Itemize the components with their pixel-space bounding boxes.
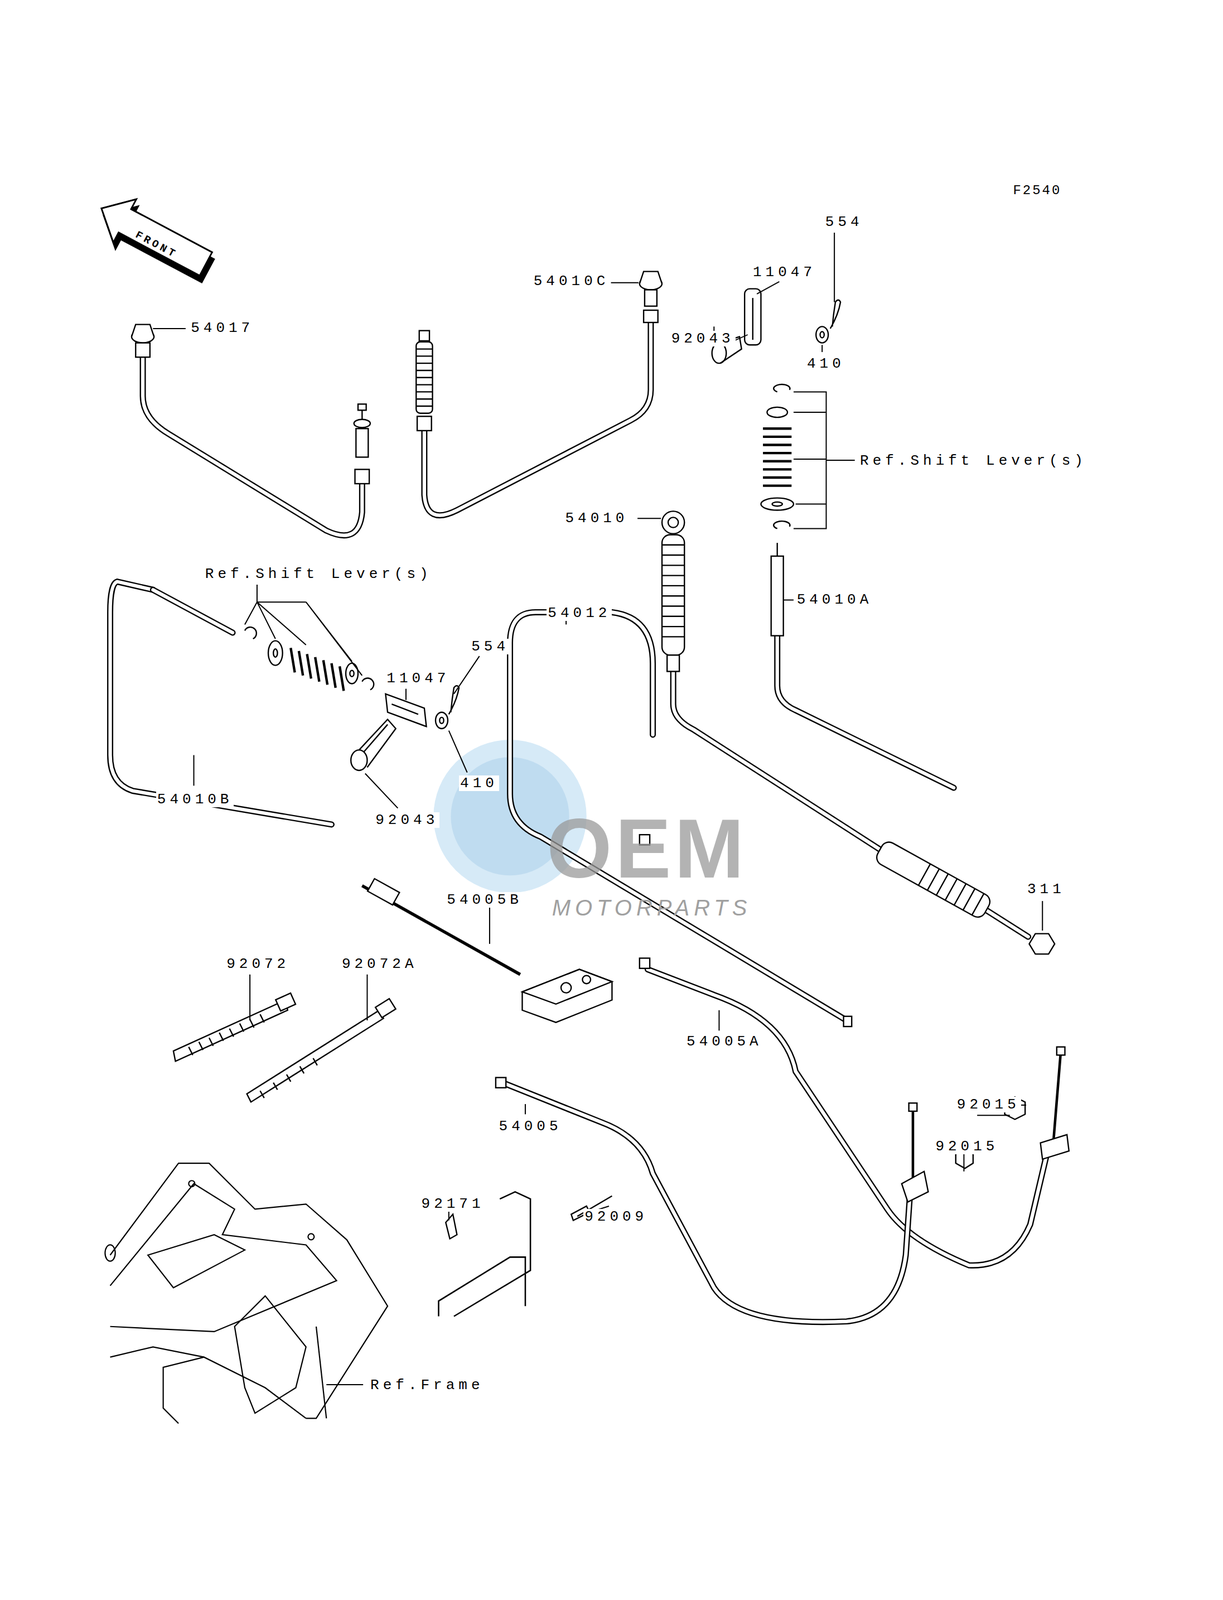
callout-number: Ref.Shift Lever(s): [204, 566, 434, 582]
cable-fill: [777, 635, 954, 789]
callout-number: 54017: [189, 320, 255, 336]
callout-number: 311: [1026, 881, 1067, 897]
callout-number: 54010B: [156, 791, 235, 807]
callout-number: 54010: [563, 510, 630, 526]
callout-number: 410: [805, 355, 847, 372]
callout-number: 554: [470, 638, 511, 655]
callout-number: 54005B: [445, 891, 524, 908]
cable-fill: [504, 1083, 910, 1322]
cable-fill: [142, 356, 362, 536]
callout-number: 92009: [583, 1208, 649, 1225]
cable-outline: [510, 611, 848, 1021]
cable-outline: [424, 322, 651, 516]
cable-fill: [424, 322, 651, 516]
callout-number: Ref.Shift Lever(s): [858, 452, 1089, 469]
cable-outline: [152, 589, 233, 633]
cable-fill: [110, 581, 332, 825]
callout-number: 54005: [498, 1118, 564, 1134]
cable-outline: [142, 356, 362, 536]
callout-number: 11047: [385, 670, 451, 686]
cable-outline: [777, 635, 954, 789]
callout-number: 92015: [955, 1096, 1022, 1113]
callout-number: 554: [824, 214, 865, 230]
cable-outline: [647, 969, 1047, 1266]
callout-number: 92171: [420, 1195, 486, 1212]
callout-number: 92043: [374, 811, 440, 828]
cable-outline: [110, 581, 332, 825]
cable-outline: [504, 1083, 910, 1322]
figure-code: F2540: [1011, 183, 1063, 198]
callout-number: 92072: [225, 955, 291, 972]
callout-number: 410: [458, 775, 500, 791]
cable-outline: [986, 910, 1029, 937]
cable-fill: [510, 611, 848, 1021]
callout-number: Ref.Frame: [369, 1376, 485, 1393]
callout-number: 92015: [934, 1138, 1000, 1154]
watermark: MOTORPARTS: [550, 895, 753, 920]
callout-number: 54005A: [685, 1033, 764, 1050]
callout-number: 92043: [670, 330, 736, 347]
callout-number: 54010A: [795, 591, 874, 608]
cable-fill: [152, 589, 233, 633]
callout-number: 54012: [546, 605, 612, 621]
watermark: OEM: [545, 805, 749, 891]
callout-number: 54010C: [532, 273, 611, 289]
cable-fill: [647, 969, 1047, 1266]
callout-number: 11047: [751, 264, 818, 280]
callout-number: 92072A: [340, 955, 419, 972]
cable-fill: [986, 910, 1029, 937]
